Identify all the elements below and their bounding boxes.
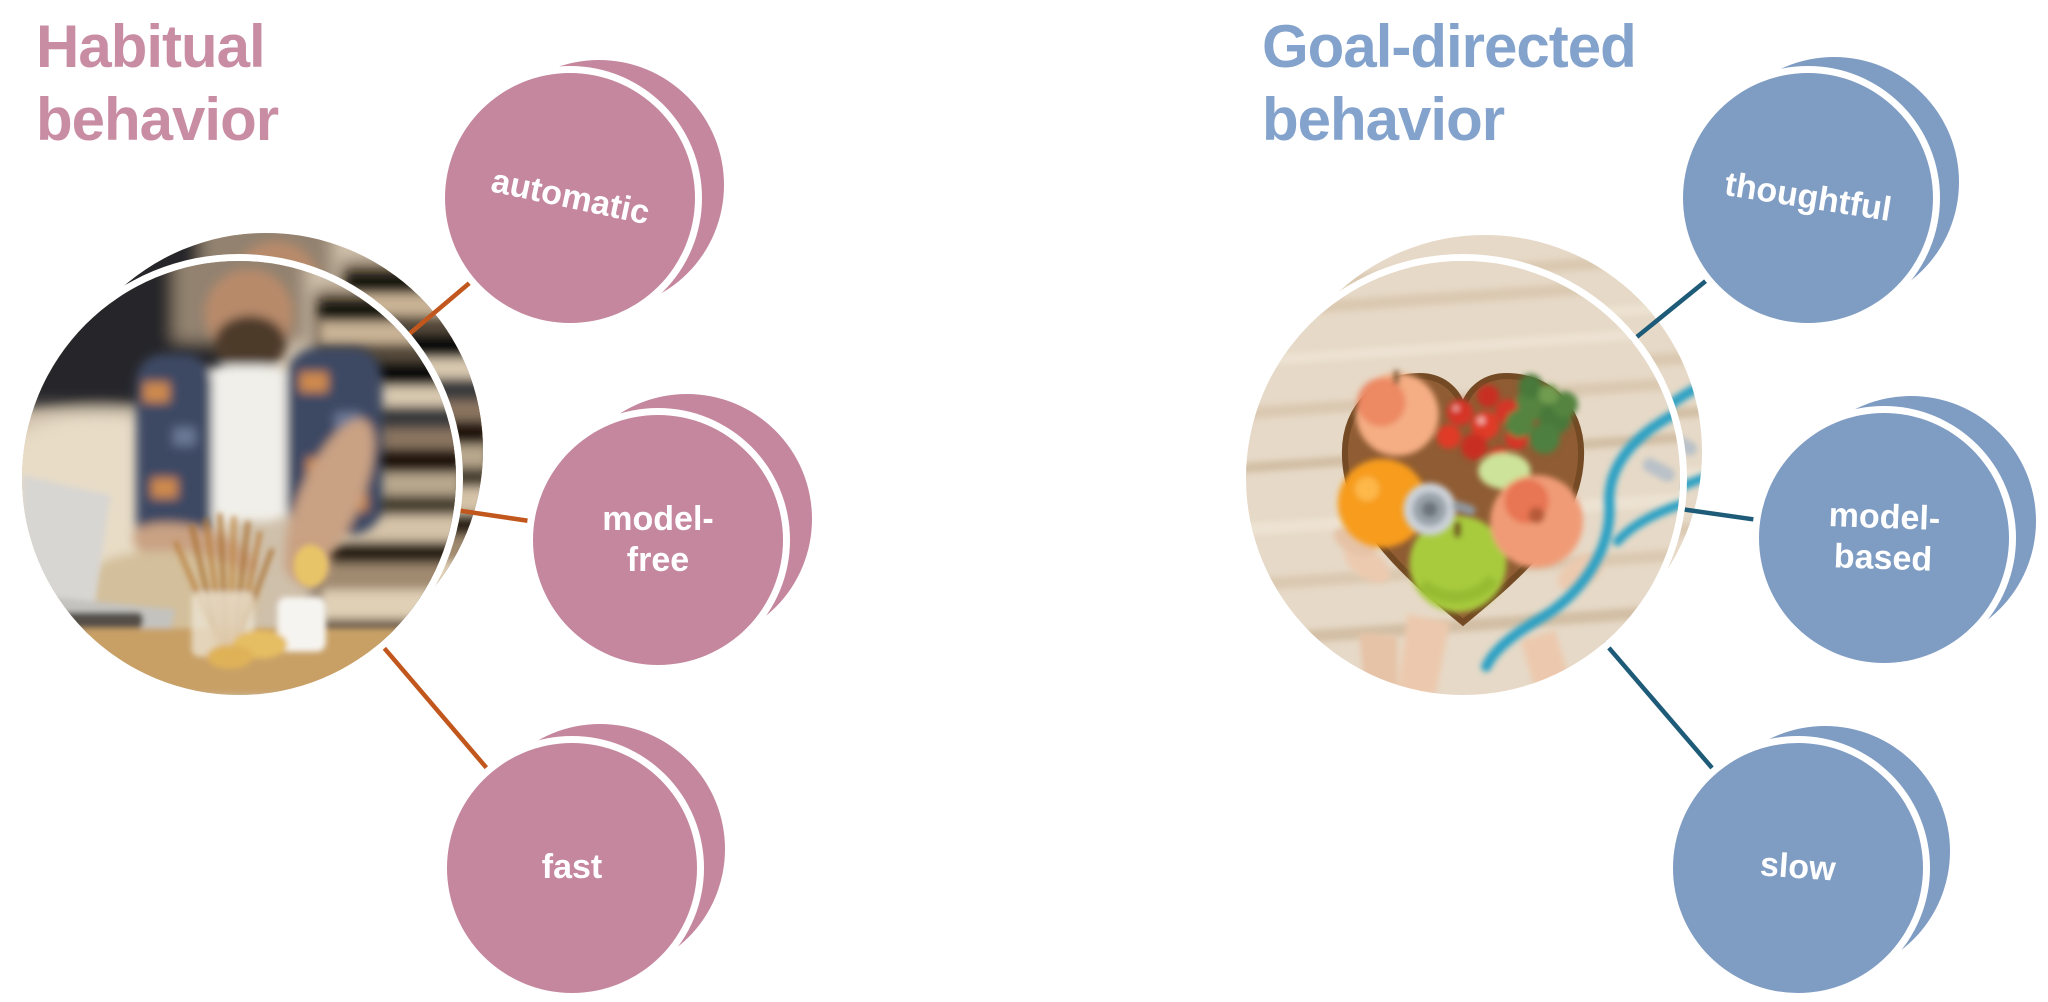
habitual-photo-front xyxy=(22,261,456,695)
node-automatic-disc: automatic xyxy=(445,73,695,323)
node-thoughtful: thoughtful xyxy=(1683,73,1933,323)
node-fast: fast xyxy=(447,743,697,993)
node-model-free-disc: model- free xyxy=(533,415,783,665)
goal-photo-front xyxy=(1246,261,1680,695)
habitual-photo xyxy=(22,261,456,695)
node-thoughtful-label: thoughtful xyxy=(1722,165,1895,230)
node-model-based-disc: model- based xyxy=(1759,413,2009,663)
node-fast-disc: fast xyxy=(447,743,697,993)
node-automatic-label: automatic xyxy=(487,162,653,233)
node-model-free-label: model- free xyxy=(602,499,714,579)
node-automatic: automatic xyxy=(445,73,695,323)
node-model-free: model- free xyxy=(533,415,783,665)
node-slow-disc: slow xyxy=(1673,743,1923,993)
node-model-based: model- based xyxy=(1759,413,2009,663)
node-slow-label: slow xyxy=(1759,845,1838,889)
node-slow: slow xyxy=(1673,743,1923,993)
node-fast-label: fast xyxy=(541,848,603,887)
goal-photo xyxy=(1246,261,1680,695)
node-thoughtful-disc: thoughtful xyxy=(1683,73,1933,323)
goal-photo-image xyxy=(1246,261,1680,695)
habitual-photo-image xyxy=(22,261,456,695)
node-model-based-label: model- based xyxy=(1828,495,1942,579)
